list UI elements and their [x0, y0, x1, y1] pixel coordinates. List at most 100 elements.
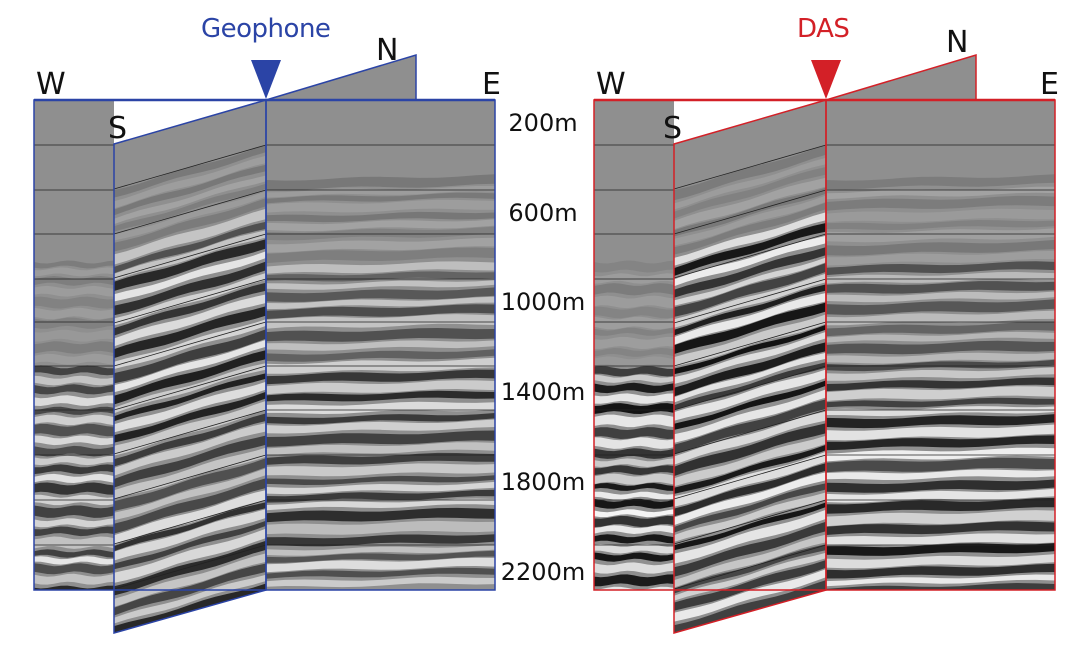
reflector-band — [266, 430, 495, 447]
reflector-band — [826, 352, 1055, 364]
depth-grid-line — [113, 365, 267, 411]
reflector-band — [114, 208, 266, 265]
depth-grid-line — [113, 189, 267, 235]
reflector-band — [114, 528, 266, 583]
reflector-band — [594, 260, 674, 273]
reflector-band — [266, 567, 495, 579]
reflector-band — [114, 155, 266, 209]
reflector-band — [266, 380, 495, 395]
geophone-east-label: E — [482, 67, 501, 102]
depth-grid-line — [113, 321, 267, 367]
das-north-label: N — [946, 25, 969, 60]
reflector-band — [34, 473, 114, 483]
reflector-band — [674, 380, 826, 430]
reflector-band — [266, 199, 495, 213]
reflector-band — [826, 397, 1055, 408]
depth-grid-line — [673, 189, 827, 235]
reflector-band — [114, 520, 266, 570]
reflector-band — [114, 502, 266, 552]
reflector-band — [826, 250, 1055, 266]
reflector-band — [674, 157, 826, 210]
reflector-band — [826, 479, 1055, 493]
reflector-band — [34, 353, 114, 365]
reflector-band — [826, 533, 1055, 546]
reflector-band — [114, 144, 266, 198]
reflector-band — [114, 400, 266, 456]
reflector-band — [114, 373, 266, 422]
reflector-band — [826, 331, 1055, 343]
reflector-band — [826, 272, 1055, 284]
reflector-band — [674, 534, 826, 588]
reflector-band — [266, 280, 495, 290]
reflector-band — [34, 573, 114, 585]
reflector-band — [826, 239, 1055, 256]
reflector-band — [594, 498, 674, 509]
reflector-band — [266, 261, 495, 274]
reflector-band — [674, 324, 826, 375]
reflector-band — [674, 284, 826, 336]
reflector-band — [594, 366, 674, 377]
reflector-band — [266, 226, 495, 241]
reflector-band — [594, 458, 674, 467]
reflector-band — [826, 291, 1055, 303]
reflector-band — [674, 302, 826, 354]
reflector-band — [674, 560, 826, 611]
depth-label: 200m — [508, 109, 578, 137]
depth-grid-line — [113, 544, 267, 590]
reflector-band — [34, 518, 114, 528]
reflector-band — [674, 144, 826, 201]
reflector-band — [826, 367, 1055, 381]
reflector-band — [114, 381, 266, 433]
depth-grid-line — [673, 144, 827, 190]
reflector-band — [114, 329, 266, 384]
geophone-south-label: S — [108, 111, 128, 146]
reflector-band — [34, 526, 114, 537]
reflector-band — [266, 481, 495, 495]
reflector-band — [34, 307, 114, 320]
depth-label: 1000m — [500, 288, 586, 316]
reflector-band — [674, 331, 826, 384]
reflector-band — [674, 569, 826, 622]
reflector-band — [826, 377, 1055, 392]
reflector-band — [826, 322, 1055, 337]
reflector-band — [34, 464, 114, 475]
reflector-band — [114, 468, 266, 521]
reflector-band — [826, 469, 1055, 480]
reflector-band — [34, 384, 114, 395]
reflector-band — [266, 237, 495, 253]
das-west-label: W — [596, 67, 626, 102]
reflector-band — [266, 576, 495, 588]
reflector-band — [826, 220, 1055, 230]
reflector-band — [594, 491, 674, 500]
reflector-band — [34, 375, 114, 386]
reflector-band — [114, 251, 266, 302]
das-east-label: E — [1040, 67, 1059, 102]
reflector-band — [114, 540, 266, 596]
reflector-band — [34, 296, 114, 309]
reflector-band — [674, 202, 826, 255]
reflector-band — [266, 419, 495, 434]
reflector-band — [674, 293, 826, 345]
depth-grid-line — [673, 278, 827, 324]
reflector-band — [826, 195, 1055, 211]
reflector-band — [594, 348, 674, 357]
reflector-band — [114, 350, 266, 405]
depth-grid-line — [113, 144, 267, 190]
reflector-band — [34, 260, 114, 269]
depth-grid-line — [673, 409, 827, 455]
reflector-band — [594, 414, 674, 428]
reflector-band — [826, 510, 1055, 527]
reflector-band — [674, 235, 826, 287]
reflector-band — [34, 317, 114, 329]
depth-label: 600m — [508, 199, 578, 227]
reflector-band — [34, 406, 114, 415]
reflector-band — [594, 544, 674, 554]
reflector-band — [674, 552, 826, 601]
reflector-band — [674, 411, 826, 465]
depth-grid-line — [113, 454, 267, 500]
reflector-band — [674, 362, 826, 411]
reflector-band — [34, 563, 114, 575]
reflector-band — [674, 399, 826, 455]
